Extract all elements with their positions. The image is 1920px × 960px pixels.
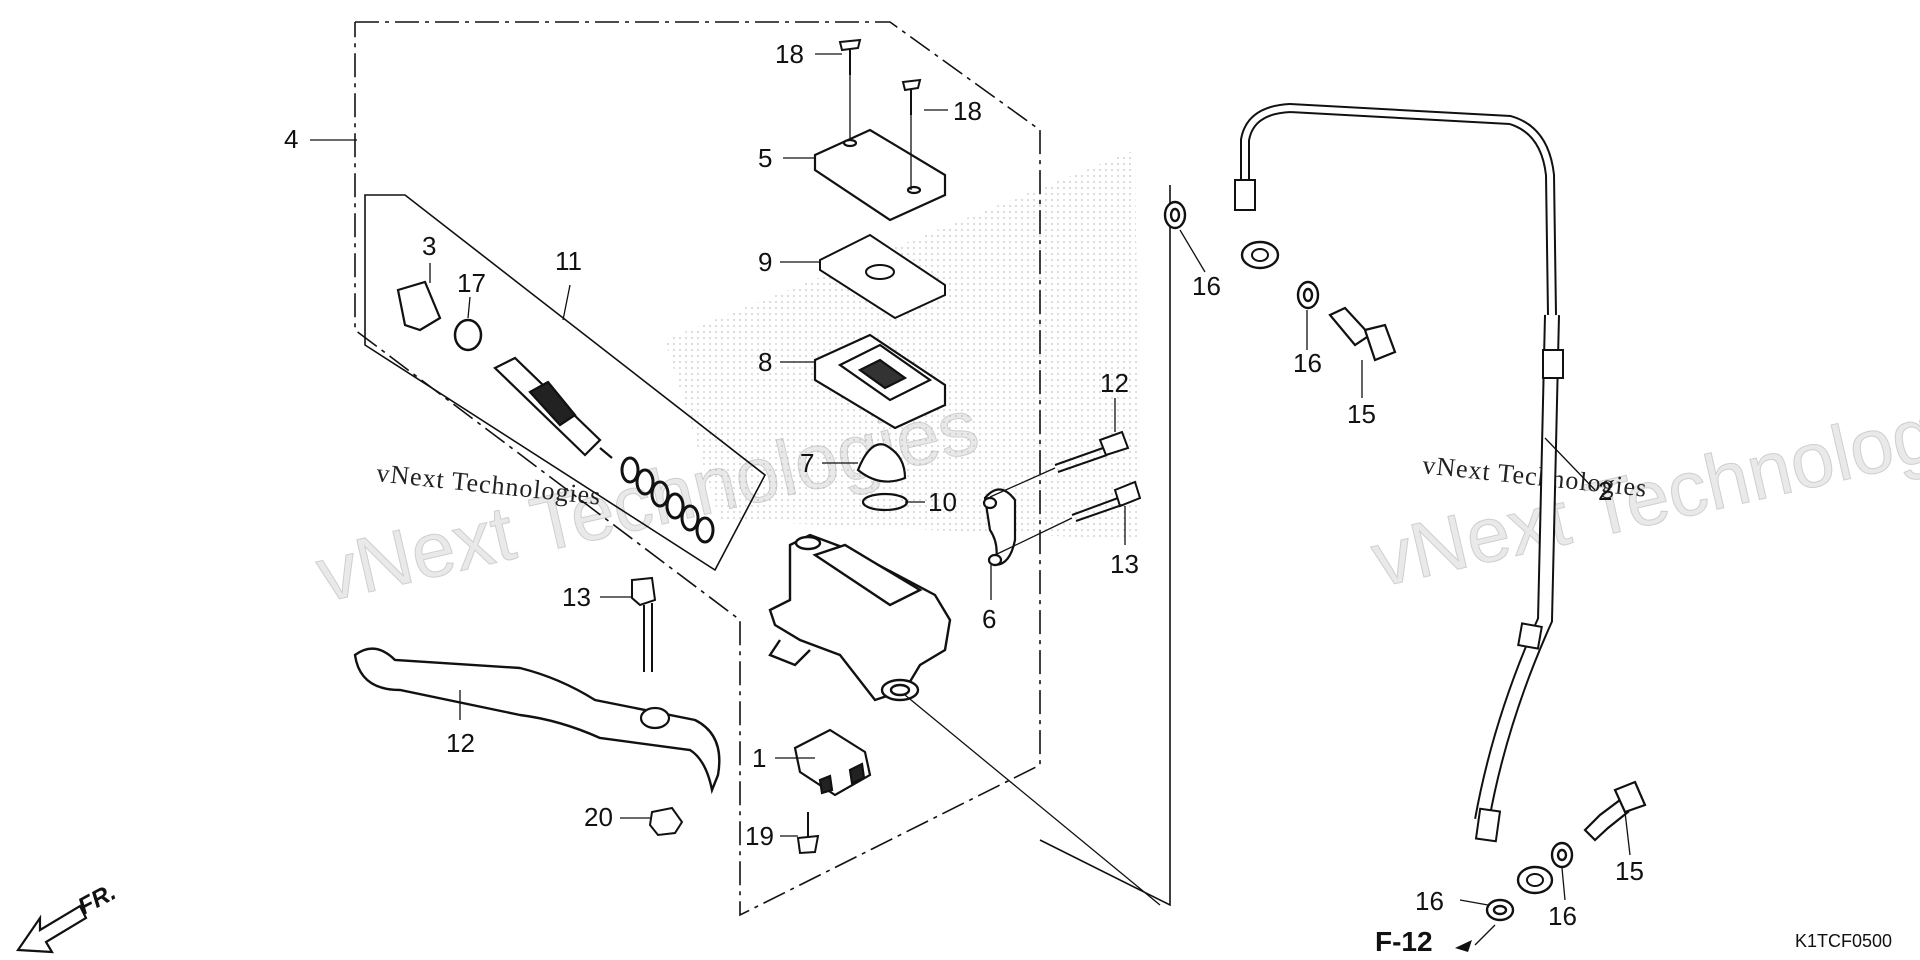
bolt-13a (1054, 430, 1130, 473)
spring (620, 456, 715, 544)
cup-3 (396, 280, 442, 332)
piston-kit-box (364, 194, 767, 572)
brake-lever-12 (353, 647, 721, 795)
callout-18b: 18 (953, 96, 982, 126)
ring-17 (453, 318, 483, 352)
washer-16a (1163, 200, 1187, 230)
bolt-13b (1071, 480, 1142, 522)
screw-18b (901, 78, 922, 115)
callout-12: 12 (446, 728, 475, 758)
callout-13b: 13 (1110, 549, 1139, 579)
callout-9: 9 (758, 247, 772, 277)
banjo-bolt-15a (1328, 306, 1397, 362)
reservoir-cover-5 (813, 128, 947, 222)
assembly-boundary (354, 21, 1041, 917)
diaphragm-8 (813, 333, 947, 430)
washer-16d (1550, 841, 1574, 869)
brake-hose-2 (1234, 102, 1564, 895)
cap-20 (648, 806, 684, 837)
callout-16c: 16 (1415, 886, 1444, 916)
callout-7: 7 (800, 448, 814, 478)
piston (493, 356, 613, 459)
callout-19: 19 (745, 821, 774, 851)
callout-1: 1 (752, 743, 766, 773)
callout-17: 17 (457, 268, 486, 298)
holder-6 (982, 488, 1017, 567)
banjo-bolt-15b (1583, 780, 1647, 842)
callout-11: 11 (555, 246, 582, 276)
master-cylinder-body (768, 533, 952, 702)
front-arrow-icon (15, 904, 88, 954)
hose-boundary (1039, 185, 1171, 907)
callout-16d: 16 (1548, 901, 1577, 931)
screw-19 (796, 812, 820, 855)
brake-switch-1 (793, 728, 872, 797)
callout-3: 3 (422, 231, 436, 261)
shading (665, 150, 1140, 540)
reference-arrow (1455, 940, 1472, 952)
callout-15b: 15 (1615, 856, 1644, 886)
diagram-code: K1TCF0500 (1794, 931, 1892, 951)
washer-16c (1485, 898, 1515, 922)
callout-16b: 16 (1293, 348, 1322, 378)
callout-6: 6 (982, 604, 996, 634)
callout-5: 5 (758, 143, 772, 173)
callout-2: 2 (1598, 476, 1612, 506)
callout-14: 13 (562, 582, 591, 612)
washer-16b (1296, 280, 1320, 310)
diaphragm-plate-9 (819, 233, 946, 320)
reference-label: F-12 (1375, 926, 1433, 957)
callout-8: 8 (758, 347, 772, 377)
callout-13a: 12 (1100, 368, 1129, 398)
boot-7 (856, 443, 907, 483)
pivot-bolt-14 (631, 576, 657, 672)
callout-16a: 16 (1192, 271, 1221, 301)
callout-20: 20 (584, 802, 613, 832)
screw-18a (838, 38, 862, 75)
callout-15a: 15 (1347, 399, 1376, 429)
callout-18a: 18 (775, 39, 804, 69)
callout-4: 4 (284, 124, 298, 154)
callout-10: 10 (928, 487, 957, 517)
